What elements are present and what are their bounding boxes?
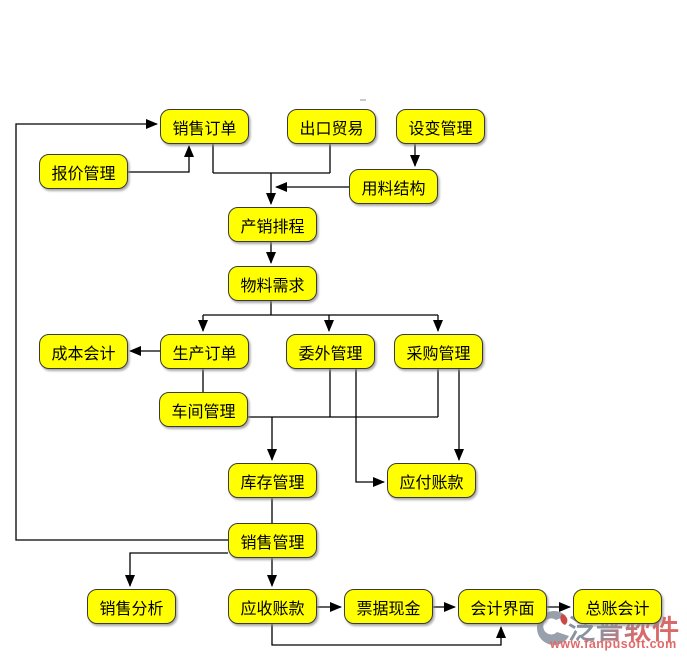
node-quote-mgmt: 报价管理 [39, 154, 128, 189]
node-label: 会计界面 [470, 600, 535, 618]
node-sales-mgmt: 销售管理 [228, 523, 317, 558]
node-gl-acct: 总账会计 [573, 589, 662, 624]
node-sales-analysis: 销售分析 [87, 589, 176, 624]
node-label: 票据现金 [356, 600, 421, 618]
node-cost-acct: 成本会计 [39, 334, 128, 369]
node-export-trade: 出口贸易 [287, 109, 376, 144]
node-label: 应收账款 [240, 600, 305, 618]
node-notes-cash: 票据现金 [344, 589, 433, 624]
gray-speck [360, 99, 366, 101]
node-label: 物料需求 [240, 277, 305, 295]
node-sales-order: 销售订单 [160, 109, 249, 144]
node-inventory: 库存管理 [228, 463, 317, 498]
fanpu-logo-url: www.fanpusoft.com [550, 637, 677, 651]
node-label: 销售分析 [99, 600, 164, 618]
node-label: 委外管理 [298, 345, 363, 363]
node-material-structure: 用料结构 [349, 169, 438, 204]
node-label: 报价管理 [51, 165, 116, 183]
node-label: 总账会计 [585, 600, 650, 618]
node-label: 设变管理 [408, 120, 473, 138]
node-workshop: 车间管理 [159, 392, 248, 427]
node-label: 销售订单 [172, 120, 237, 138]
node-label: 库存管理 [240, 474, 305, 492]
node-label: 应付账款 [399, 474, 464, 492]
node-purchasing: 采购管理 [394, 334, 483, 369]
node-acct-interface: 会计界面 [458, 589, 547, 624]
node-label: 车间管理 [171, 403, 236, 421]
node-label: 用料结构 [361, 180, 426, 198]
node-label: 产销排程 [240, 218, 305, 236]
node-label: 成本会计 [51, 345, 116, 363]
node-label: 销售管理 [240, 534, 305, 552]
node-label: 生产订单 [172, 345, 237, 363]
node-design-change: 设变管理 [396, 109, 485, 144]
node-payable: 应付账款 [387, 463, 476, 498]
node-material-req: 物料需求 [228, 266, 317, 301]
node-prod-sched: 产销排程 [228, 207, 317, 242]
node-outsourcing: 委外管理 [286, 334, 375, 369]
node-label: 出口贸易 [299, 120, 364, 138]
node-label: 采购管理 [406, 345, 471, 363]
node-prod-order: 生产订单 [160, 334, 249, 369]
node-receivable: 应收账款 [228, 589, 317, 624]
